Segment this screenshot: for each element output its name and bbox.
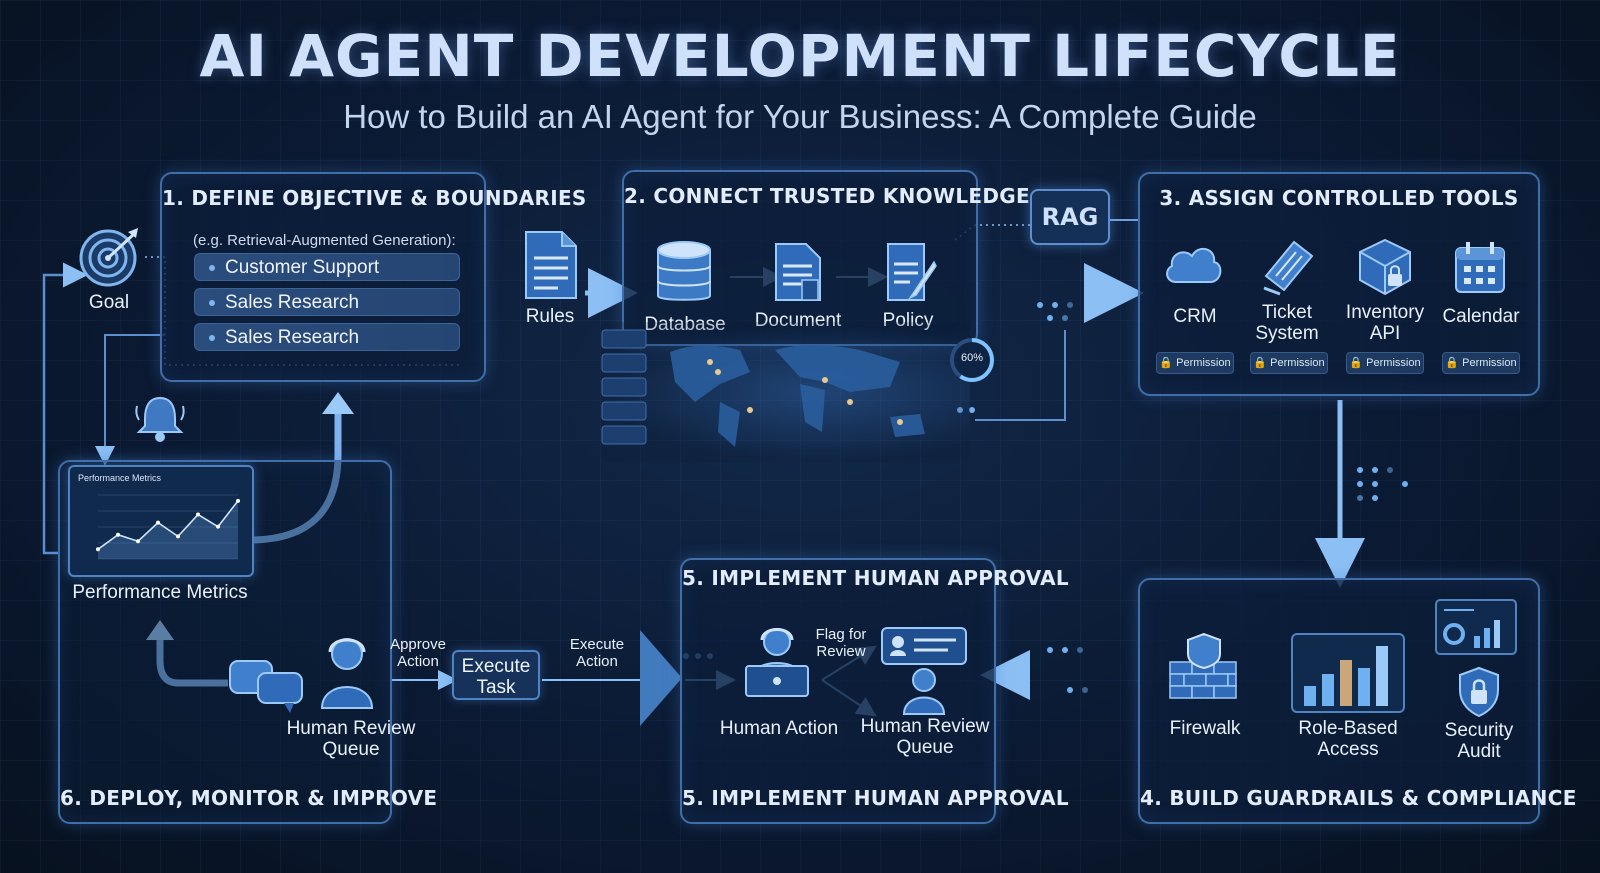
gauge-value: 60% [960, 352, 984, 364]
permission-label: Permission [1462, 357, 1517, 369]
metrics-point [96, 547, 100, 552]
policy-icon [887, 243, 937, 301]
permission-badge-calendar: 🔒 Permission [1442, 352, 1520, 374]
security-dashboard-icon [1435, 599, 1517, 655]
source-policy-label: Policy [882, 310, 934, 331]
source-database-label: Database [640, 314, 730, 335]
permission-label: Permission [1270, 357, 1325, 369]
role-based-access-chart-icon [1291, 633, 1405, 713]
execute-task-box: Execute Task [452, 650, 540, 700]
world-map-dashboard [600, 322, 970, 462]
step1-title: 1. DEFINE OBJECTIVE & BOUNDARIES [162, 186, 587, 210]
metrics-point [176, 534, 180, 539]
permission-label: Permission [1366, 357, 1421, 369]
metrics-series-line [97, 500, 239, 550]
world-map-image [601, 329, 925, 447]
inventory-api-icon [1359, 238, 1411, 296]
bell-icon [135, 396, 185, 442]
tool-calendar-label: Calendar [1442, 306, 1520, 327]
step3-title: 3. ASSIGN CONTROLLED TOOLS [1159, 186, 1519, 210]
guardrail-firewalk-label: Firewalk [1169, 718, 1241, 739]
tool-ticket-system-label: Ticket System [1255, 302, 1319, 344]
human-review-queue-label-right: Human Review Queue [860, 716, 990, 758]
tool-inventory-api-label: Inventory API [1345, 302, 1425, 344]
crm-cloud-icon [1166, 247, 1222, 283]
metrics-screen-title: Performance Metrics [78, 473, 162, 483]
performance-metrics-screen: Performance Metrics [68, 465, 254, 577]
goal-label: Goal [88, 292, 130, 313]
permission-badge-crm: 🔒 Permission [1156, 352, 1234, 374]
step5-panel: 5. IMPLEMENT HUMAN APPROVAL 5. IMPLEMENT… [680, 558, 1069, 824]
step4-title: 4. BUILD GUARDRAILS & COMPLIANCE [1140, 786, 1577, 810]
human-action-icon [745, 628, 809, 697]
guardrail-role-based-access-label: Role-Based Access [1298, 718, 1398, 760]
source-document-label: Document [754, 310, 842, 331]
permission-badge-inventory: 🔒 Permission [1346, 352, 1424, 374]
ticket-system-icon [1263, 240, 1314, 296]
objective-item-customer-support: Customer Support [194, 253, 460, 281]
guardrail-security-audit-label: Security Audit [1444, 720, 1514, 762]
firewall-icon [1169, 632, 1237, 699]
human-review-queue-label-left: Human Review Queue [286, 718, 416, 760]
execute-action-label: Execute Action [569, 636, 625, 670]
metrics-point [156, 520, 160, 525]
support-agent-icon [320, 638, 374, 709]
metrics-point [236, 498, 240, 503]
metrics-point [116, 532, 120, 537]
rag-badge: RAG [1030, 189, 1110, 245]
step6-title: 6. DEPLOY, MONITOR & IMPROVE [60, 786, 438, 810]
rules-document-icon [525, 231, 577, 299]
review-queue-card-icon [881, 627, 967, 715]
security-shield-lock-icon [1459, 666, 1499, 718]
target-icon [79, 228, 138, 287]
flag-for-review-label: Flag for Review [815, 626, 867, 660]
rules-label: Rules [525, 306, 575, 327]
performance-metrics-label: Performance Metrics [72, 582, 248, 603]
step5-title-bottom: 5. IMPLEMENT HUMAN APPROVAL [682, 786, 1069, 810]
objective-item-sales-research-2: Sales Research [194, 323, 460, 351]
step1-note: (e.g. Retrieval-Augmented Generation): [193, 232, 456, 249]
page-subtitle: How to Build an AI Agent for Your Busine… [343, 98, 1257, 135]
human-action-label: Human Action [719, 718, 839, 739]
objective-item-sales-research: Sales Research [194, 288, 460, 316]
permission-label: Permission [1176, 357, 1231, 369]
approve-action-label: Approve Action [390, 636, 446, 670]
progress-gauge [950, 338, 994, 382]
metrics-line-chart [96, 494, 240, 560]
database-icon [657, 241, 711, 301]
metrics-point [216, 524, 220, 529]
tool-crm-label: CRM [1173, 306, 1217, 327]
page-title: AI AGENT DEVELOPMENT LIFECYCLE [199, 22, 1401, 90]
permission-badge-ticket: 🔒 Permission [1250, 352, 1328, 374]
step5-title-top: 5. IMPLEMENT HUMAN APPROVAL [682, 566, 1069, 590]
step2-title: 2. CONNECT TRUSTED KNOWLEDGE [624, 184, 1030, 208]
metrics-point [196, 512, 200, 517]
metrics-point [136, 539, 140, 544]
calendar-icon [1455, 242, 1505, 293]
document-icon [775, 243, 821, 301]
chat-bubbles-icon [229, 660, 303, 713]
